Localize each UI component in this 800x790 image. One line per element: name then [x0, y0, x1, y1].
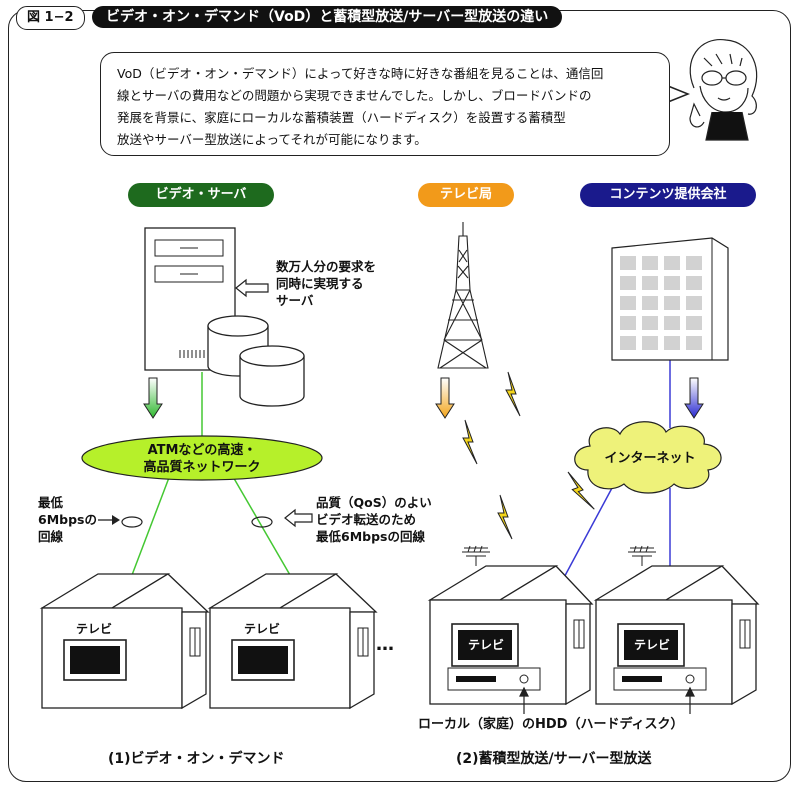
server-note: 数万人分の要求を 同時に実現する サーバ — [276, 258, 376, 309]
network-lines — [131, 360, 671, 598]
atm-network-ellipse — [81, 435, 323, 481]
broadcast-tower-icon — [437, 222, 489, 369]
house-3 — [427, 545, 594, 706]
server-note-line: 同時に実現する — [276, 276, 364, 291]
min-line-note: 最低 6Mbpsの 回線 — [38, 494, 97, 545]
figure-title: ビデオ・オン・デマンド（VoD）と蓄積型放送/サーバー型放送の違い — [92, 6, 563, 28]
server-icon — [144, 227, 305, 407]
narrator-illustration — [689, 39, 758, 141]
intro-line: 放送やサーバー型放送によってそれが可能になります。 — [117, 132, 427, 147]
qos-note-line: ビデオ転送のため — [316, 512, 417, 527]
hdd-note: ローカル（家庭）のHDD（ハードディスク） — [418, 717, 684, 732]
content-provider-label: コンテンツ提供会社 — [580, 183, 756, 207]
min-line-line: 6Mbpsの — [38, 512, 97, 527]
atm-network-line: ATMなどの高速・ — [147, 443, 257, 458]
caption-storage-broadcast: (2)蓄積型放送/サーバー型放送 — [456, 751, 652, 767]
server-note-line: 数万人分の要求を — [276, 259, 377, 274]
min-line-line: 回線 — [38, 529, 64, 544]
caption-vod: (1)ビデオ・オン・デマンド — [108, 751, 285, 767]
speech-bubble-tail — [667, 85, 691, 103]
intro-line: 発展を背景に、家庭にローカルな蓄積装置（ハードディスク）を設置する蓄積型 — [117, 110, 566, 125]
qos-note: 品質（QoS）のよい ビデオ転送のため 最低6Mbpsの回線 — [316, 494, 432, 545]
qos-note-line: 最低6Mbpsの回線 — [316, 529, 425, 544]
internet-label: インターネット — [604, 451, 696, 466]
server-note-line: サーバ — [276, 293, 314, 308]
solid-arrow-min-line — [98, 515, 120, 525]
hollow-arrows — [235, 278, 313, 528]
house-2 — [207, 573, 378, 710]
tv-label-house-3: テレビ — [468, 638, 505, 652]
hdd-pointer-arrows — [519, 686, 695, 714]
tv-label-house-2: テレビ — [244, 622, 281, 636]
download-arrows — [143, 377, 704, 419]
internet-cloud — [574, 421, 722, 494]
intro-line: VoD（ビデオ・オン・デマンド）によって好きな時に好きな番組を見ることは、通信回 — [117, 66, 604, 81]
atm-network-line: 高品質ネットワーク — [143, 460, 261, 475]
house-1 — [39, 573, 210, 710]
intro-line: 線とサーバの費用などの問題から実現できませんでした。しかし、ブロードバンドの — [117, 88, 592, 103]
tv-label-house-4: テレビ — [634, 638, 671, 652]
atm-network-label: ATMなどの高速・ 高品質ネットワーク — [132, 442, 272, 476]
tv-label-house-1: テレビ — [76, 622, 113, 636]
qos-note-line: 品質（QoS）のよい — [316, 495, 432, 510]
min-line-line: 最低 — [38, 495, 64, 510]
office-building-icon — [611, 237, 729, 361]
more-houses-ellipsis: … — [376, 634, 394, 655]
house-4 — [593, 545, 760, 706]
tv-station-label: テレビ局 — [418, 183, 514, 207]
figure-number: 図 1−2 — [16, 6, 85, 30]
video-server-label: ビデオ・サーバ — [128, 183, 274, 207]
line-loop-icons — [121, 516, 273, 528]
intro-text: VoD（ビデオ・オン・デマンド）によって好きな時に好きな番組を見ることは、通信回… — [100, 52, 670, 156]
